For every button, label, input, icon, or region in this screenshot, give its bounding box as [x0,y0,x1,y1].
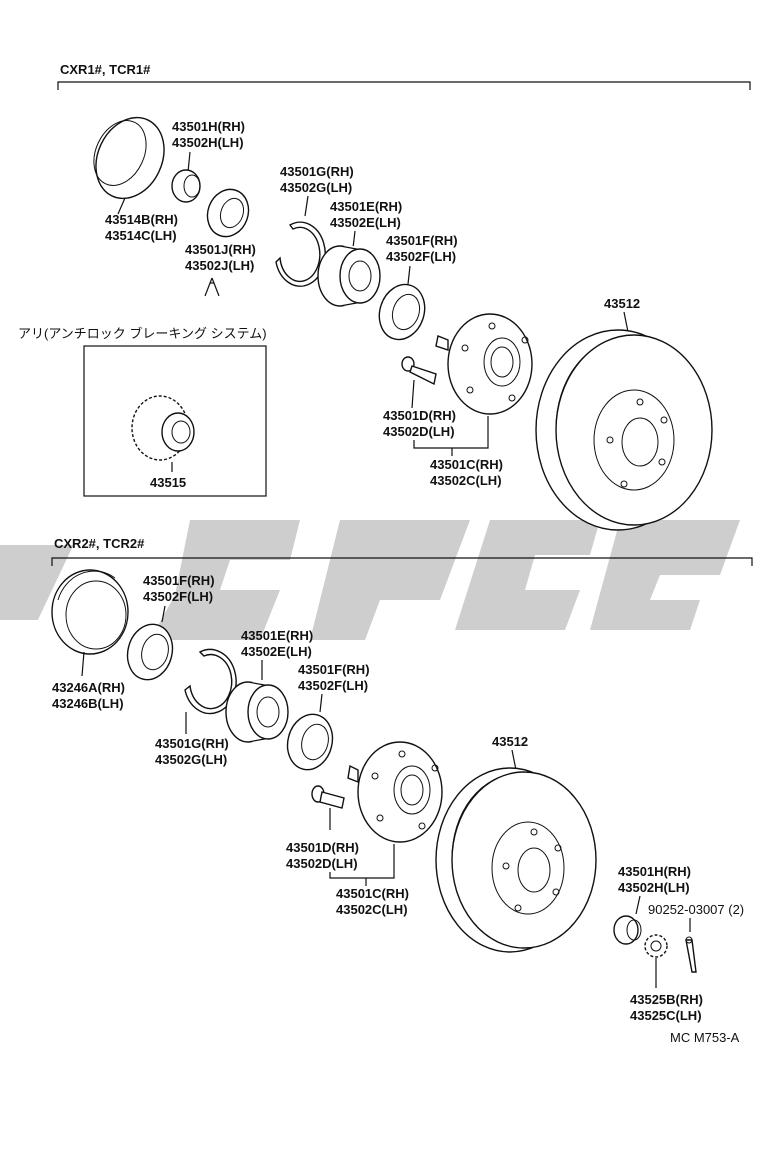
label-s2-nut-rh: 43525B(RH) [630,992,703,1007]
brake-disc-s2 [435,767,597,953]
hub-s1 [435,313,533,415]
seal-f2-s2 [286,713,334,771]
section-1-bracket [57,81,751,90]
dust-cover-s1 [93,116,165,200]
watermark-logo [0,520,740,640]
snap-ring-s1 [275,221,326,287]
label-s2-bolt-lh: 43502D(LH) [286,856,358,871]
hub-cap-s2 [613,915,642,945]
label-s2-snap-lh: 43502G(LH) [155,752,227,767]
label-s2-cap-lh: 43502H(LH) [618,880,690,895]
seal-f-s1 [378,283,426,341]
label-s2-hub-lh: 43502C(LH) [336,902,408,917]
label-s2-bearing-rh: 43501E(RH) [241,628,313,643]
label-s2-snap-rh: 43501G(RH) [155,736,229,751]
label-s2-nut-lh: 43525C(LH) [630,1008,702,1023]
bearing-s1 [317,245,381,307]
label-abs-note: アリ(アンチロック ブレーキング システム) [18,326,267,341]
cotter-pin-s2 [685,936,697,973]
label-s1-cap-rh: 43501H(RH) [172,119,245,134]
label-abs-rotor: 43515 [150,475,186,490]
snap-ring-s2 [184,648,237,715]
label-s2-sealf1-lh: 43502F(LH) [143,589,213,604]
label-s1-hub-lh: 43502C(LH) [430,473,502,488]
brake-disc-s1 [535,329,713,531]
abs-box [83,345,267,497]
label-s1-hub-rh: 43501C(RH) [430,457,503,472]
hub-cap-s1 [171,169,201,203]
label-s1-sealf-rh: 43501F(RH) [386,233,458,248]
label-s1-cover-rh: 43514B(RH) [105,212,178,227]
label-s1-bolt-lh: 43502D(LH) [383,424,455,439]
label-s1-bearing-lh: 43502E(LH) [330,215,401,230]
section-2-bracket [51,557,753,566]
label-s1-sealj-lh: 43502J(LH) [185,258,254,273]
label-s2-hub-rh: 43501C(RH) [336,886,409,901]
label-s2-cap-rh: 43501H(RH) [618,864,691,879]
label-s1-sealj-rh: 43501J(RH) [185,242,256,257]
label-s1-snap-rh: 43501G(RH) [280,164,354,179]
figure-code: MC M753-A [670,1030,740,1045]
label-s2-sealf2-rh: 43501F(RH) [298,662,370,677]
hub-bolt-s1 [401,356,437,386]
label-s1-bolt-rh: 43501D(RH) [383,408,456,423]
label-s2-bearing-lh: 43502E(LH) [241,644,312,659]
label-s2-disc: 43512 [492,734,528,749]
label-s1-cap-lh: 43502H(LH) [172,135,244,150]
hub-bolt-s2 [311,785,345,809]
seal-f1-s2 [126,623,174,681]
label-s2-cover-lh: 43246B(LH) [52,696,124,711]
abs-rotor [131,395,195,461]
label-s2-cover-rh: 43246A(RH) [52,680,125,695]
label-s1-sealf-lh: 43502F(LH) [386,249,456,264]
section-2-title: CXR2#, TCR2# [54,536,145,551]
bearing-s2 [225,681,289,743]
label-s1-snap-lh: 43502G(LH) [280,180,352,195]
label-s1-cover-lh: 43514C(LH) [105,228,177,243]
label-s2-sealf2-lh: 43502F(LH) [298,678,368,693]
label-s2-pin: 90252-03007 (2) [648,902,744,917]
seal-j-s1 [206,188,250,238]
lock-nut-s2 [644,934,668,958]
hub-s2 [347,741,443,843]
label-s1-disc: 43512 [604,296,640,311]
label-s2-bolt-rh: 43501D(RH) [286,840,359,855]
dust-cover-s2 [51,569,129,655]
section-1-title: CXR1#, TCR1# [60,62,151,77]
label-s1-bearing-rh: 43501E(RH) [330,199,402,214]
label-s2-sealf1-rh: 43501F(RH) [143,573,215,588]
